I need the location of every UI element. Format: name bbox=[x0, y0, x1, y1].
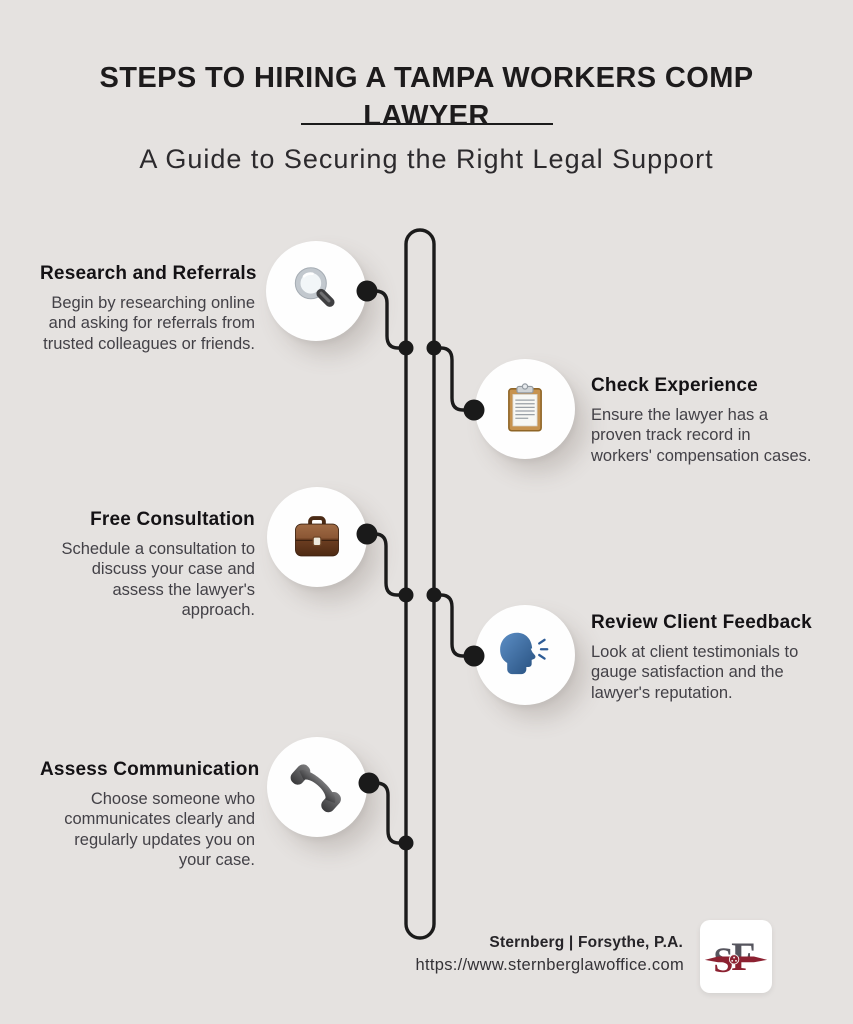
step-3-text: Free Consultation Schedule a consultatio… bbox=[40, 509, 255, 621]
footer-company-name: Sternberg | Forsythe, P.A. bbox=[489, 934, 683, 951]
step-5-icon-circle bbox=[267, 737, 367, 837]
step-3-title: Free Consultation bbox=[90, 509, 255, 530]
company-logo: S F bbox=[700, 920, 772, 993]
speaking-head-icon bbox=[500, 632, 549, 675]
step-3-description: Schedule a consultation to discuss your … bbox=[61, 539, 255, 620]
step-1-description: Begin by researching online and asking f… bbox=[43, 293, 255, 353]
timeline-dots bbox=[356, 280, 485, 851]
magnifying-glass-icon bbox=[294, 267, 335, 307]
step-2-description: Ensure the lawyer has a proven track rec… bbox=[591, 405, 812, 465]
step-2-icon-circle bbox=[475, 359, 575, 459]
step-2-text: Check Experience Ensure the lawyer has a… bbox=[591, 375, 816, 466]
step-1-icon-circle bbox=[266, 241, 366, 341]
step-3-icon-circle bbox=[267, 487, 367, 587]
step-5-text: Assess Communication Choose someone who … bbox=[40, 759, 260, 871]
logo-emblem bbox=[728, 953, 740, 965]
briefcase-icon bbox=[295, 516, 339, 557]
title-divider bbox=[300, 123, 553, 125]
page-title: STEPS TO HIRING A TAMPA WORKERS COMP LAW… bbox=[99, 62, 754, 133]
step-4-description: Look at client testimonials to gauge sat… bbox=[591, 642, 799, 702]
sf-monogram-icon: S F bbox=[704, 935, 768, 980]
page-subtitle: A Guide to Securing the Right Legal Supp… bbox=[139, 144, 714, 174]
telephone-icon bbox=[290, 764, 341, 813]
timeline-capsule bbox=[404, 228, 436, 940]
step-4-text: Review Client Feedback Look at client te… bbox=[591, 612, 816, 703]
clipboard-icon bbox=[508, 383, 542, 432]
step-1-title: Research and Referrals bbox=[40, 263, 257, 284]
step-4-title: Review Client Feedback bbox=[591, 612, 812, 633]
step-2-title: Check Experience bbox=[591, 375, 758, 396]
step-4-icon-circle bbox=[475, 605, 575, 705]
footer-website-url[interactable]: https://www.sternberglawoffice.com bbox=[415, 956, 684, 974]
step-5-description: Choose someone who communicates clearly … bbox=[64, 789, 255, 870]
timeline-connectors bbox=[367, 289, 474, 845]
step-5-title: Assess Communication bbox=[40, 759, 260, 780]
step-1-text: Research and Referrals Begin by research… bbox=[40, 263, 257, 354]
